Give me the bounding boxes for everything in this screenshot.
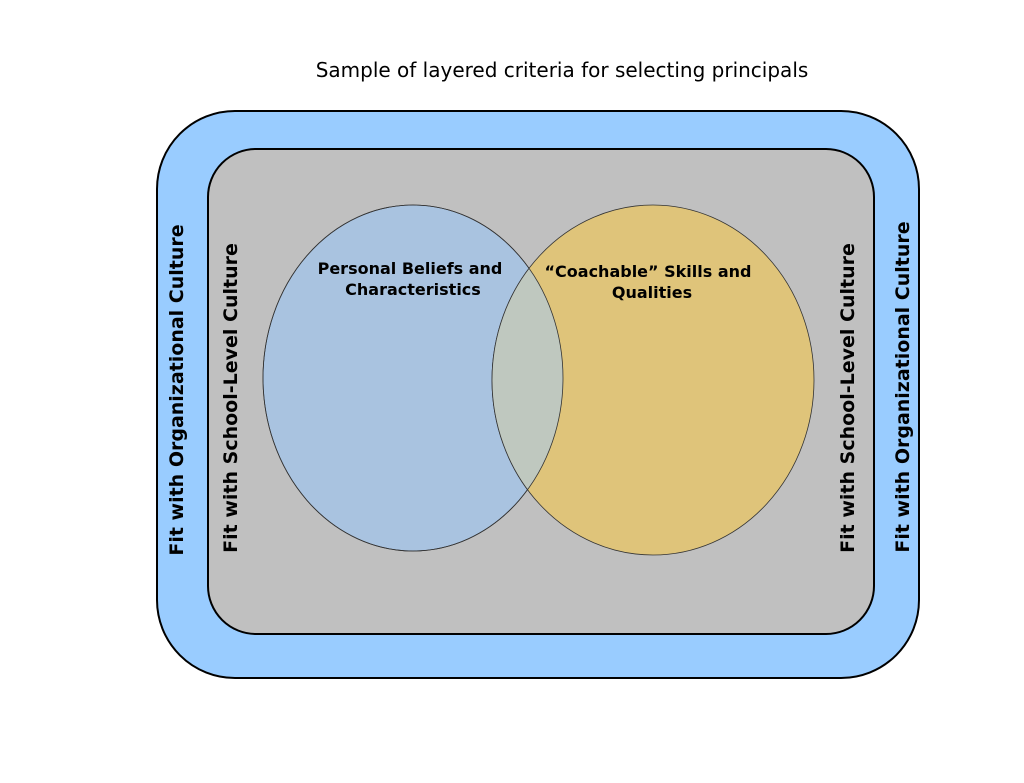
circle-right-label-line1: “Coachable” Skills and: [545, 262, 752, 281]
venn-overlap: [491, 205, 563, 551]
outer-layer-label-left: Fit with Organizational Culture: [166, 224, 188, 555]
diagram-title: Sample of layered criteria for selecting…: [315, 58, 809, 82]
inner-layer-label-right: Fit with School-Level Culture: [837, 243, 859, 553]
circle-left-label-line2: Characteristics: [345, 280, 481, 299]
outer-layer-label-right: Fit with Organizational Culture: [892, 221, 914, 552]
inner-layer-label-left: Fit with School-Level Culture: [220, 243, 242, 553]
circle-left-label-line1: Personal Beliefs and: [318, 259, 503, 278]
circle-right-label-line2: Qualities: [612, 283, 692, 302]
